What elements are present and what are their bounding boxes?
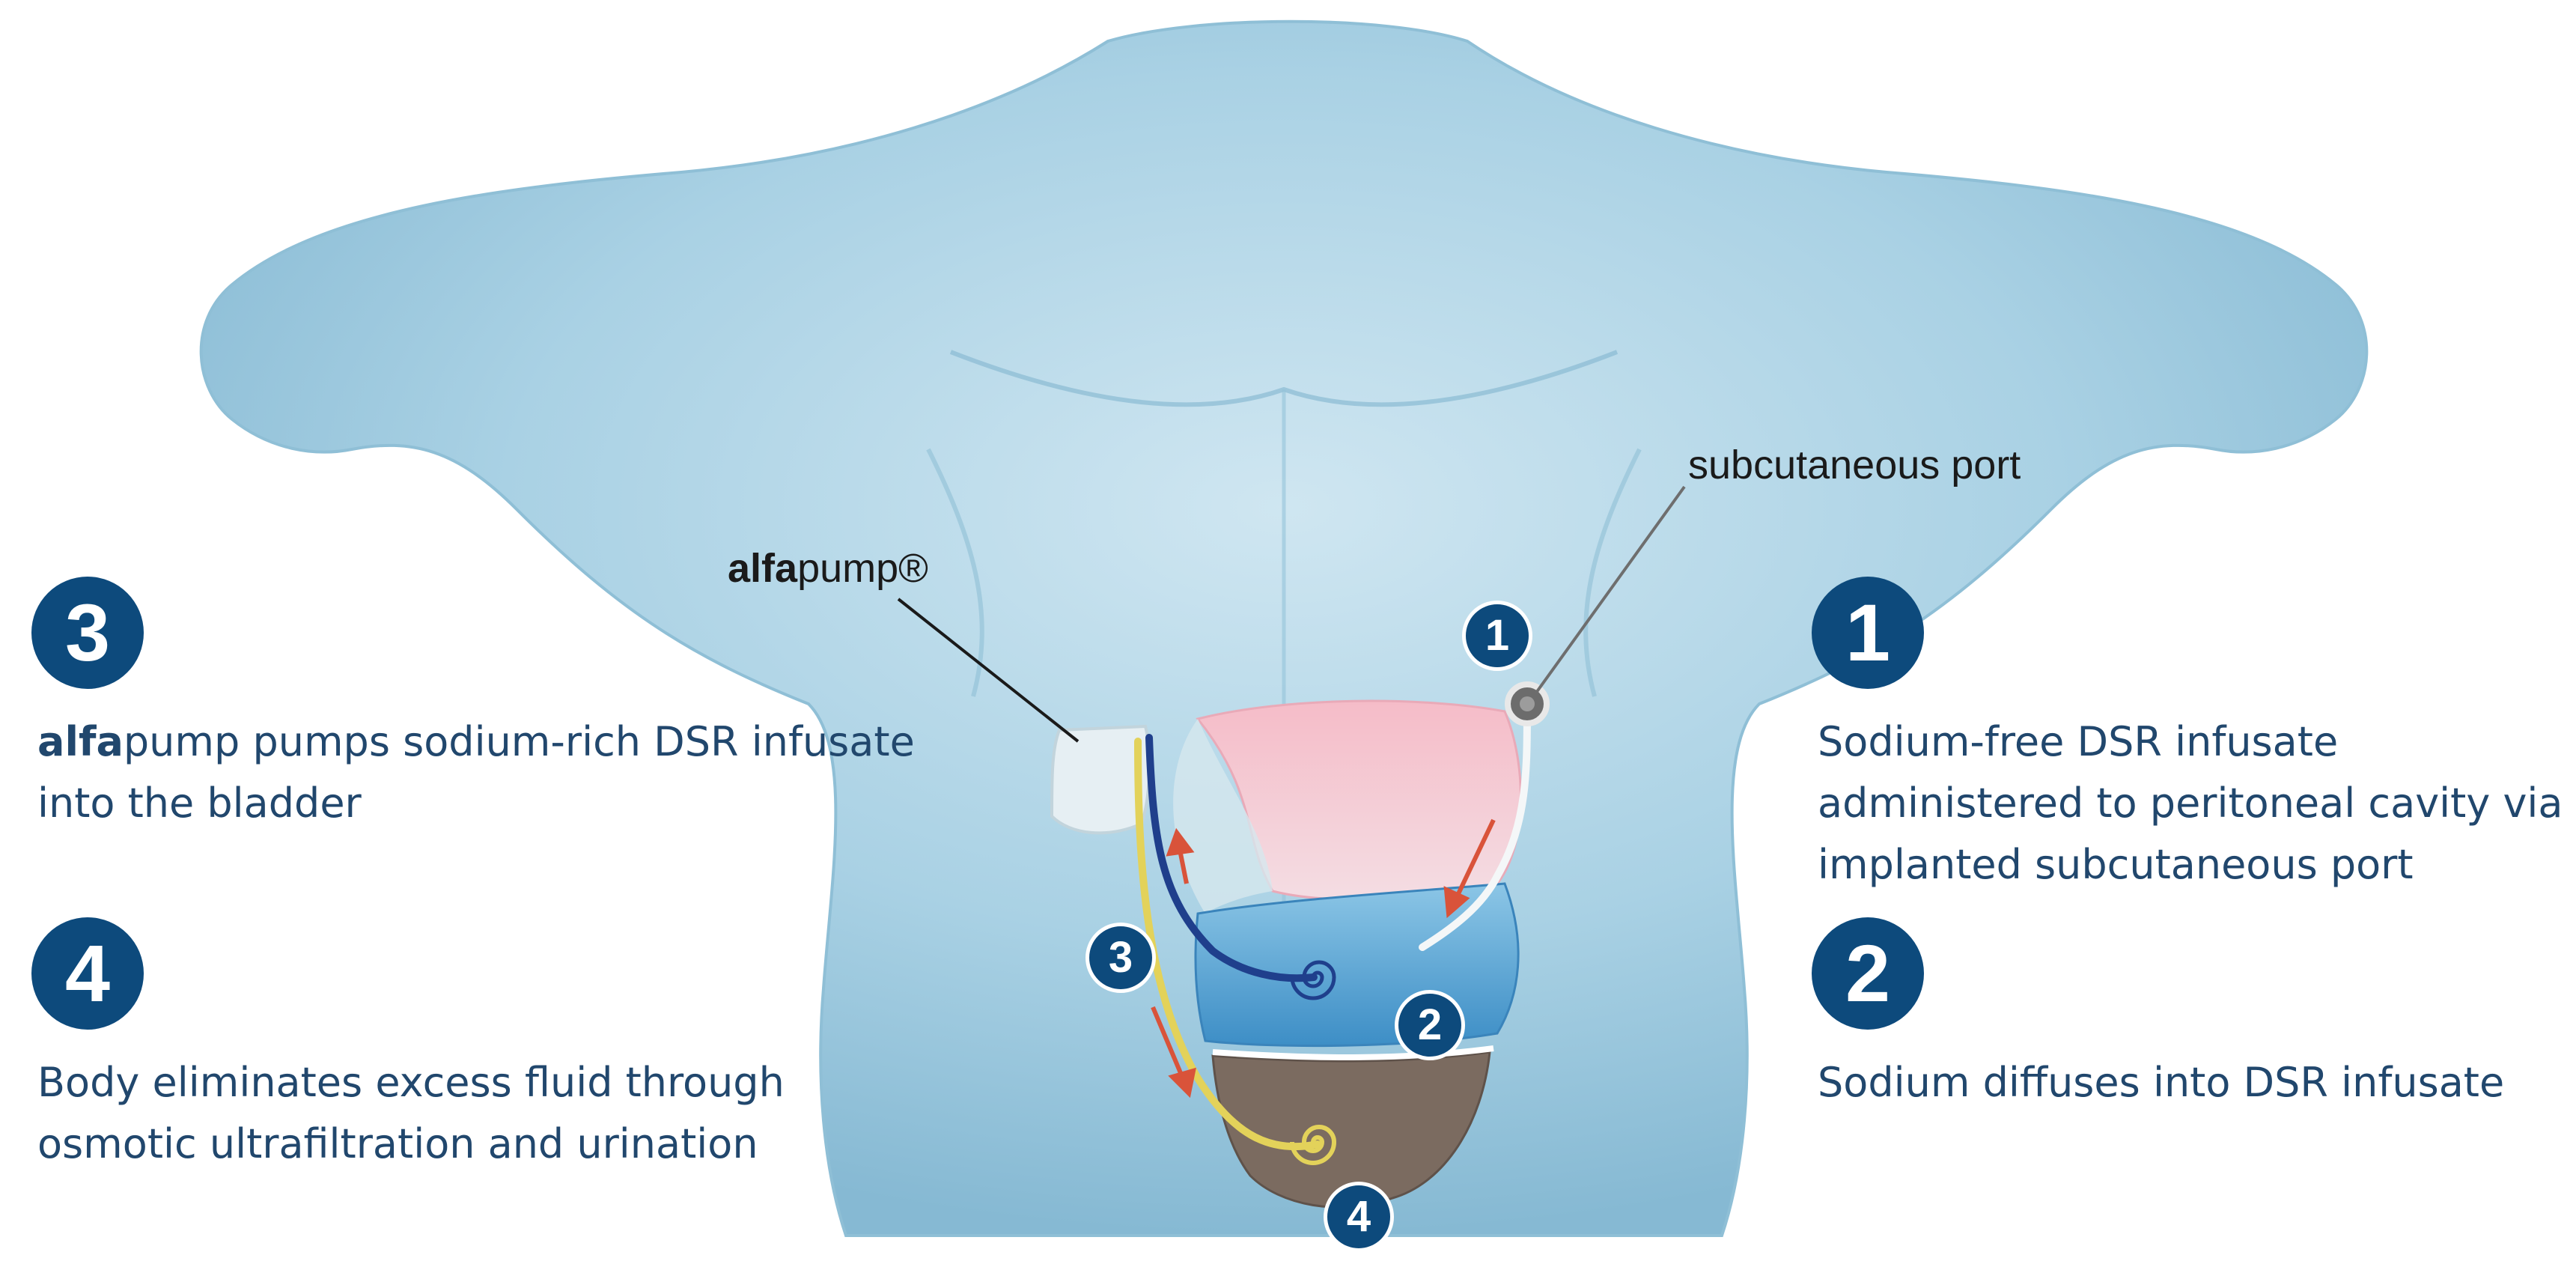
alfapump-label: alfapump® xyxy=(728,545,928,592)
sodium-spiral xyxy=(1290,960,1336,1000)
figure-marker-3: 3 xyxy=(1085,923,1156,993)
step-4-line-1: Body eliminates excess fluid through xyxy=(37,1059,785,1106)
step-3-badge: 3 xyxy=(31,577,144,689)
step-3-bold: alfa xyxy=(37,718,124,765)
step-1-text: Sodium-free DSR infusate administered to… xyxy=(1818,711,2563,896)
bladder xyxy=(1211,1051,1491,1209)
step-4-badge: 4 xyxy=(31,917,144,1030)
step-1-line-1: Sodium-free DSR infusate xyxy=(1818,718,2339,765)
step-3-text: alfapump pumps sodium-rich DSR infusate … xyxy=(37,711,915,834)
step-3-line-1: alfapump pumps sodium-rich DSR infusate xyxy=(37,711,915,773)
figure-marker-2: 2 xyxy=(1395,990,1465,1060)
step-3-line-2: into the bladder xyxy=(37,780,362,827)
step-3-line-1-rest: pump pumps sodium-rich DSR infusate xyxy=(123,718,915,765)
step-2-badge: 2 xyxy=(1812,917,1924,1030)
figure-marker-4: 4 xyxy=(1324,1182,1394,1252)
pump-inlet-tube xyxy=(1145,734,1318,982)
step-4-text: Body eliminates excess fluid through osm… xyxy=(37,1052,785,1175)
bladder-spiral xyxy=(1290,1125,1337,1165)
alfapump-label-rest: pump® xyxy=(797,546,928,591)
alfapump-label-bold: alfa xyxy=(728,546,798,591)
figure-marker-1: 1 xyxy=(1462,601,1532,671)
step-2-text: Sodium diffuses into DSR infusate xyxy=(1818,1052,2504,1113)
step-2-line-1: Sodium diffuses into DSR infusate xyxy=(1818,1059,2505,1106)
flow-arrows xyxy=(1151,818,1496,1099)
port-catheter xyxy=(1419,700,1531,951)
subcutaneous-port-label: subcutaneous port xyxy=(1688,443,2021,487)
port-leader-line xyxy=(1535,485,1686,694)
step-1-line-3: implanted subcutaneous port xyxy=(1818,841,2414,888)
pump-leader-line xyxy=(897,598,1080,743)
step-1-badge: 1 xyxy=(1812,577,1924,689)
step-1-line-2: administered to peritoneal cavity via xyxy=(1818,780,2563,827)
step-4-line-2: osmotic ultrafiltration and urination xyxy=(37,1120,758,1167)
pump-outlet-tube xyxy=(1134,738,1321,1151)
